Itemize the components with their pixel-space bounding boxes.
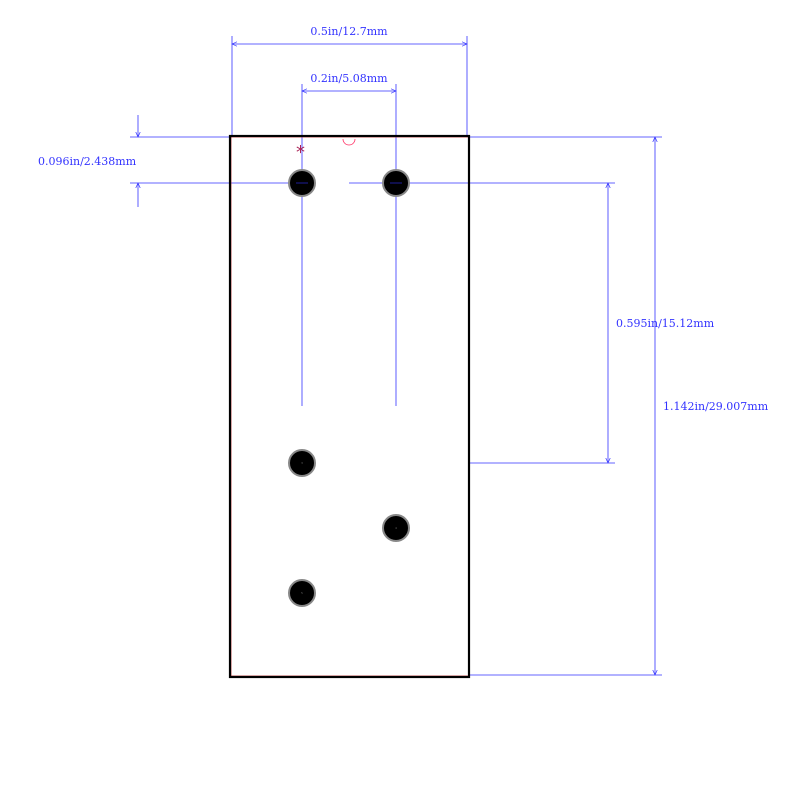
top-offset-dimension: 0.096in/2.438mm (38, 115, 290, 207)
top-offset-dimension-label: 0.096in/2.438mm (38, 155, 137, 168)
pad-3: 3 (288, 449, 316, 477)
component-outline (228, 134, 471, 679)
pitch-dimension: 0.2in/5.08mm (302, 72, 396, 406)
row-spacing-dimension: 0.595in/15.12mm (349, 183, 715, 463)
pad-3-label: 3 (301, 461, 303, 465)
height-dimension-label: 1.142in/29.007mm (663, 400, 769, 413)
row-spacing-dimension-label: 0.595in/15.12mm (616, 317, 715, 330)
orientation-notch (342, 138, 356, 146)
width-dimension-label: 0.5in/12.7mm (310, 25, 388, 38)
pad-4: 4 (382, 514, 410, 542)
pin1-marker: * (296, 142, 305, 163)
pad-5-label: 5 (301, 591, 303, 595)
pad-2 (382, 169, 410, 197)
pitch-dimension-label: 0.2in/5.08mm (310, 72, 388, 85)
pad-5: 5 (288, 579, 316, 607)
height-dimension: 1.142in/29.007mm (470, 137, 769, 675)
pad-4-label: 4 (395, 526, 397, 530)
pad-1 (288, 169, 316, 197)
width-dimension: 0.5in/12.7mm (232, 25, 467, 136)
